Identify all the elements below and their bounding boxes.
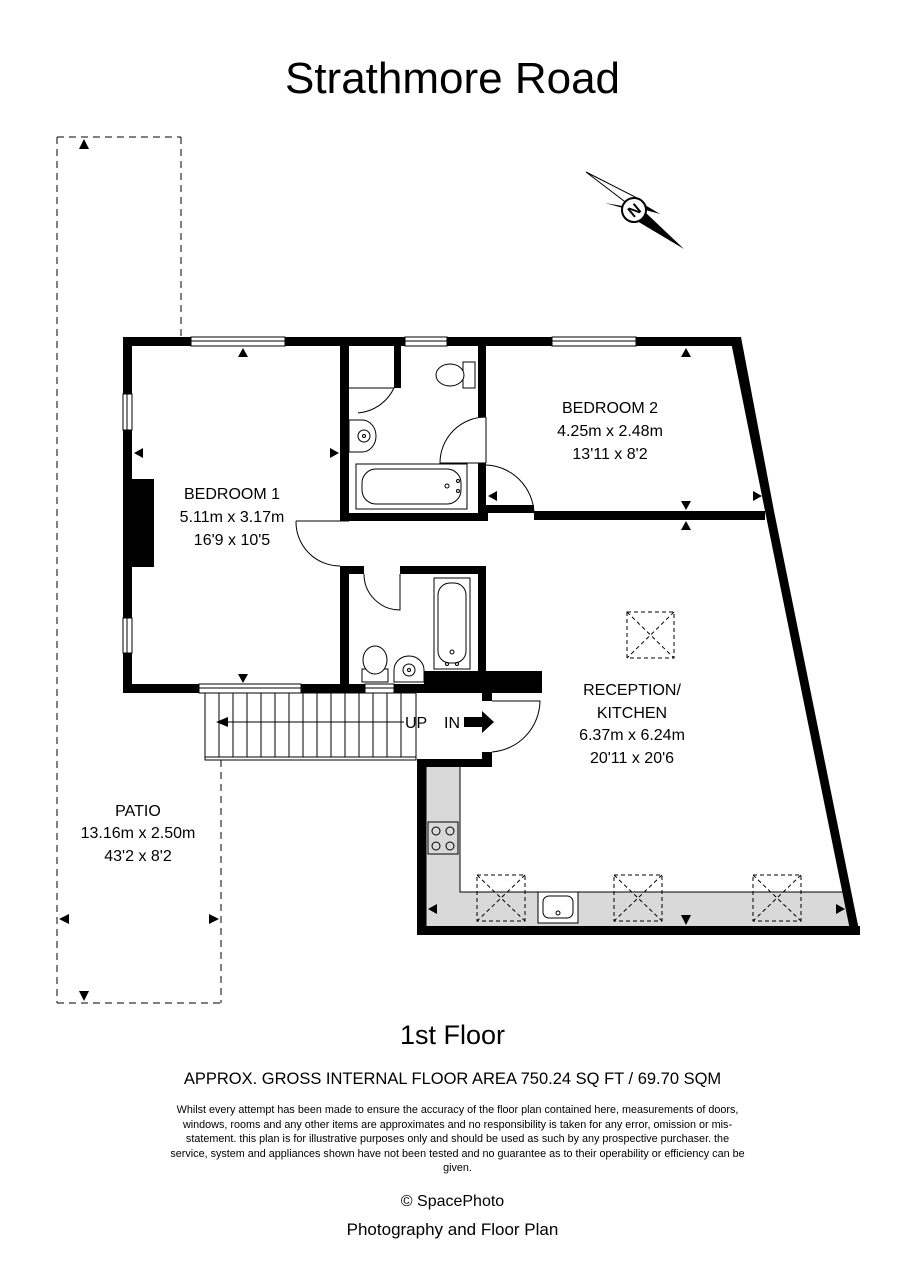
stairs-arrow-head — [216, 717, 228, 727]
stairs-up-label: UP — [405, 715, 427, 732]
bathtub-2 — [433, 577, 471, 670]
bedroom2-metric: 4.25m x 2.48m — [557, 423, 663, 440]
reception-imperial: 20'11 x 20'6 — [590, 750, 674, 767]
disclaimer-text: Whilst every attempt has been made to en… — [170, 1104, 745, 1175]
entrance-arrow — [464, 711, 494, 733]
plan-title: Strathmore Road — [284, 54, 621, 103]
skylights — [476, 611, 802, 922]
bedroom2-name: BEDROOM 2 — [562, 400, 658, 417]
patio-arrows — [59, 139, 219, 1001]
bedroom1-imperial: 16'9 x 10'5 — [194, 532, 270, 549]
stairs — [204, 692, 417, 761]
patio-name: PATIO — [115, 803, 161, 820]
entrance-in-label: IN — [444, 715, 460, 732]
kitchen-worktop — [425, 761, 853, 928]
room-label-bedroom1: BEDROOM 1 5.11m x 3.17m 16'9 x 10'5 — [180, 486, 285, 549]
bedroom2-imperial: 13'11 x 8'2 — [572, 446, 647, 463]
basin-1 — [348, 419, 377, 453]
doors — [295, 387, 541, 753]
dimension-arrows — [134, 348, 845, 925]
patio — [56, 136, 222, 1004]
bathtub — [355, 463, 468, 510]
window-lines — [126, 340, 636, 689]
kitchen-sink — [537, 891, 579, 924]
basin-2 — [393, 655, 425, 683]
reception-name-line1: RECEPTION/ — [583, 682, 681, 699]
bedroom1-name: BEDROOM 1 — [184, 486, 280, 503]
floor-area-text: APPROX. GROSS INTERNAL FLOOR AREA 750.24… — [183, 1070, 722, 1088]
floor-label: 1st Floor — [399, 1020, 506, 1050]
room-label-patio: PATIO 13.16m x 2.50m 43'2 x 8'2 — [81, 803, 196, 865]
room-label-reception: RECEPTION/ KITCHEN 6.37m x 6.24m 20'11 x… — [579, 682, 685, 767]
hob — [427, 821, 459, 855]
walls — [123, 337, 860, 935]
toilet-1 — [435, 361, 476, 389]
reception-metric: 6.37m x 6.24m — [579, 727, 685, 744]
slanted-wall — [730, 337, 860, 935]
bedroom1-metric: 5.11m x 3.17m — [180, 509, 285, 526]
room-label-bedroom2: BEDROOM 2 4.25m x 2.48m 13'11 x 8'2 — [557, 400, 663, 463]
patio-imperial: 43'2 x 8'2 — [104, 848, 172, 865]
patio-metric: 13.16m x 2.50m — [81, 825, 196, 842]
toilet-2 — [361, 645, 389, 683]
compass: N — [585, 171, 684, 249]
credit-copyright: © SpacePhoto — [400, 1193, 505, 1210]
credit-subtitle: Photography and Floor Plan — [346, 1220, 559, 1239]
reception-name-line2: KITCHEN — [597, 705, 667, 722]
